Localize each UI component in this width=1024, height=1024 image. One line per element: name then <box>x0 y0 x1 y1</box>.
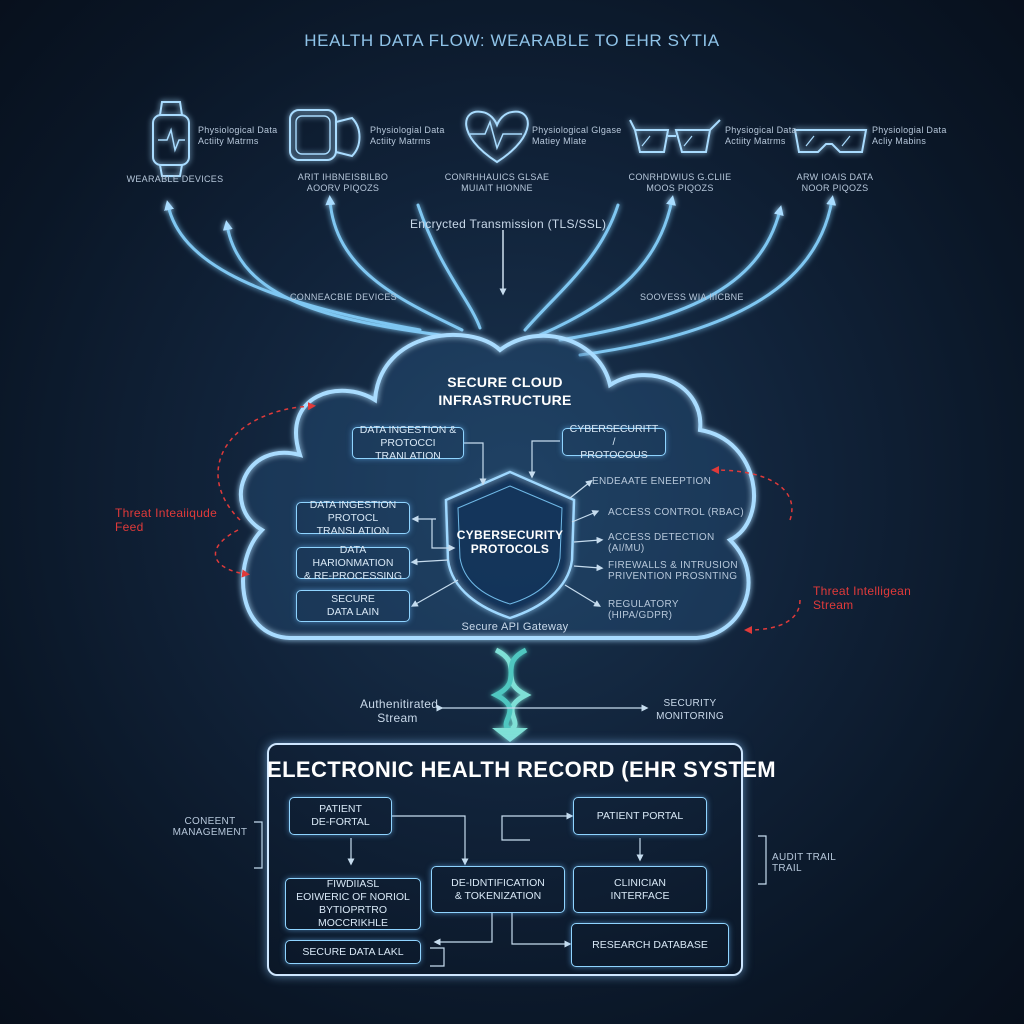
device-caption: WEARABLE DEVICES <box>126 174 224 184</box>
ehr-box-deidentification: DE-IDNTIFICATION & TOKENIZATION <box>431 866 565 913</box>
smartwatch-icon <box>152 101 190 177</box>
cloud-box-ingestion-translation: DATA INGESTION PROTOCL TRANSLATION <box>296 499 410 537</box>
connector <box>511 913 572 948</box>
threat-stream-arc <box>744 599 801 634</box>
ehr-system-frame <box>267 743 743 976</box>
ehr-box-research-database: RESEARCH DATABASE <box>571 923 729 967</box>
cloud-box-cybersecurity: CYBERSECURITT / PROTOCOUS <box>562 423 666 461</box>
cloud-box-secure-data-lake: SECURE DATA LAIN <box>296 590 410 622</box>
connector <box>430 947 445 967</box>
uplink-arrows <box>164 195 837 357</box>
shield-inner-outline <box>457 485 563 605</box>
device-caption: CONRHDWIUS G.CLIIE MOOS PIQOZS <box>628 172 732 193</box>
api-gateway-label: Secure API Gateway <box>461 621 569 633</box>
connector <box>463 442 487 486</box>
device-data-label: Physiologial Data Acliy Mabins <box>872 125 947 146</box>
connector <box>573 536 604 544</box>
transmission-label: Encrycted Transmission (TLS/SSL) <box>410 217 607 231</box>
consent-bracket <box>254 821 263 869</box>
uplink-arrow <box>222 220 442 337</box>
security-feature: ACCESS DETECTION (AI/MU) <box>608 532 715 554</box>
uplink-arrow <box>164 200 422 332</box>
device-data-label: Physiogical Data Actiity Matrms <box>725 125 797 146</box>
ehr-box-clinician-interface: CLINICIAN INTERFACE <box>573 866 707 913</box>
connector <box>569 479 593 499</box>
device-caption: ARIT IHBNEISBILBO AOORV PIQOZS <box>297 172 389 193</box>
consent-management-label: CONEENT MANAGEMENT <box>172 816 248 838</box>
connector <box>571 510 600 523</box>
uplink-arrow <box>578 195 837 357</box>
device-caption: CONRHHAUICS GLSAE MUIAIT HIONNE <box>444 172 550 193</box>
ehr-box-patient-de-portal: PATIENT DE-FORTAL <box>289 797 392 835</box>
uplink-arrow <box>416 203 482 330</box>
security-feature: ACCESS CONTROL (RBAC) <box>608 507 744 518</box>
vr-goggles-icon <box>793 129 868 153</box>
uplink-arrow <box>538 195 676 337</box>
sources-label: SOOVESS WIA IIICBNE <box>640 292 744 302</box>
cloud-box-ingestion: DATA INGESTION & PROTOCCI TRANLATION <box>352 424 464 462</box>
uplink-arrow <box>558 205 784 342</box>
connector <box>528 440 560 479</box>
connector <box>501 812 574 841</box>
diagram-title: HEALTH DATA FLOW: WEARABLE TO EHR SYTIA <box>304 31 720 50</box>
threat-feed-arc <box>214 529 250 578</box>
connector <box>431 519 456 552</box>
threat-stream-label: Threat Intelligean Stream <box>813 584 912 612</box>
uplink-arrow <box>325 195 464 332</box>
shield-label: CYBERSECURITY PROTOCOLS <box>456 528 564 556</box>
device-data-label: Physiological Glgase Matiey Mlate <box>532 125 622 146</box>
data-stream-cable <box>490 647 532 742</box>
security-monitoring-label: SECURITY MONITORING <box>656 698 724 722</box>
uplink-arrow <box>523 203 620 332</box>
connector <box>392 815 469 866</box>
ehr-connectors <box>254 812 767 967</box>
connectable-devices-label: CONNEACBIE DEVICES <box>290 292 397 302</box>
connector <box>410 558 449 566</box>
cloud-connectors <box>410 440 604 607</box>
heart-monitor-icon <box>465 110 529 164</box>
cloud-box-harmonization: DATA HARIONMATION & RE-PROCESSING <box>296 544 410 582</box>
fitness-band-icon <box>289 109 361 161</box>
ehr-title: ELECTRONIC HEALTH RECORD (EHR SYSTEM <box>267 757 777 782</box>
ehr-box-secure-data-lake: SECURE DATA LAKL <box>285 940 421 964</box>
threat-stream-arc <box>711 466 793 521</box>
authenticated-stream-label: Authenitirated Stream <box>360 697 439 725</box>
connector <box>410 579 459 607</box>
ehr-box-analytics: FIWDIIASL EOIWERIC OF NORIOL BYTIOPRTRO … <box>285 878 421 930</box>
security-feature: ENDEAATE ENEEPTION <box>592 476 712 487</box>
threat-feed-arc <box>217 402 316 521</box>
security-feature: FIREWALLS & INTRUSION PRIVENTION PROSNTI… <box>608 560 738 582</box>
connector <box>573 564 604 572</box>
audit-bracket <box>758 835 767 885</box>
security-feature: REGULATORY (HIPA/GDPR) <box>608 599 679 621</box>
smart-glasses-icon <box>629 119 721 153</box>
cloud-title: SECURE CLOUD INFRASTRUCTURE <box>438 374 572 408</box>
device-data-label: Physiological Data Actiity Matrms <box>198 125 278 146</box>
threat-feed-label: Threat Inteaiiqude Feed <box>115 506 218 534</box>
ehr-box-patient-portal: PATIENT PORTAL <box>573 797 707 835</box>
audit-trail-label: AUDIT TRAIL TRAIL <box>772 852 837 874</box>
connector <box>433 913 493 946</box>
device-caption: ARW IOAIS DATA NOOR PIQOZS <box>796 172 874 193</box>
device-data-label: Physiologial Data Actiity Matrms <box>370 125 445 146</box>
connector <box>564 584 601 607</box>
shield-icon <box>444 470 576 620</box>
threat-arcs <box>214 402 801 634</box>
